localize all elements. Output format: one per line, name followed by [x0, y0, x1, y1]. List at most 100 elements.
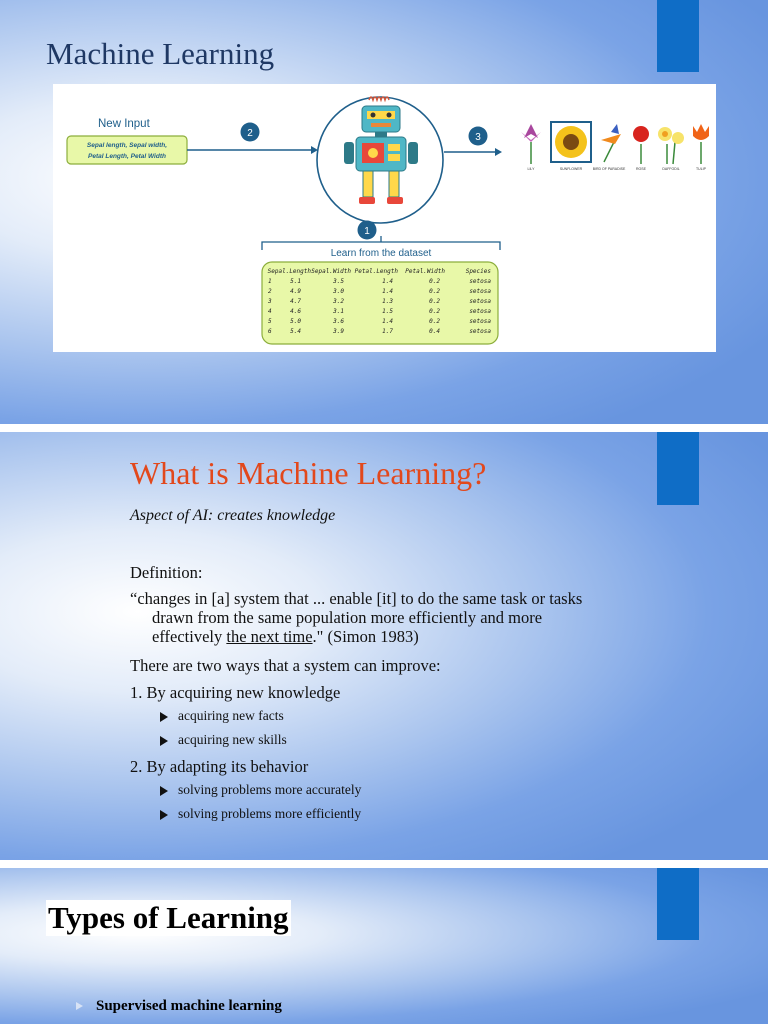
- table-cell: setosa: [469, 308, 491, 315]
- step-number: 1: [364, 226, 370, 237]
- flower-sunflower-icon: [555, 126, 587, 158]
- quote-line: effectively the next time." (Simon 1983): [130, 627, 650, 646]
- quote-text: ." (Simon 1983): [312, 627, 419, 646]
- point-heading: 2. By adapting its behavior: [130, 757, 309, 776]
- table-cell: 3.2: [332, 298, 344, 305]
- bullet-text: acquiring new skills: [178, 732, 287, 747]
- new-input-label: New Input: [98, 118, 151, 130]
- table-cell: 0.2: [429, 318, 440, 325]
- table-cell: 3.0: [332, 288, 344, 295]
- flower-label: TULIP: [696, 167, 707, 171]
- decorative-bar: [657, 868, 699, 940]
- input-box-line: Sepal length, Sepal width,: [87, 142, 167, 149]
- table-cell: setosa: [469, 298, 491, 305]
- table-cell: 3.5: [332, 278, 344, 285]
- step-badge: [357, 220, 377, 240]
- table-cell: 1.4: [382, 288, 393, 295]
- table-cell: 5.4: [290, 328, 301, 335]
- point-heading: 1. By acquiring new knowledge: [130, 683, 341, 702]
- step-number: 3: [475, 132, 481, 143]
- bullet-item: Supervised machine learning: [76, 998, 282, 1015]
- table-cell: 0.2: [429, 288, 440, 295]
- quote-underlined: the next time: [226, 627, 313, 646]
- table-cell: 1.7: [382, 328, 393, 335]
- table-cell: setosa: [469, 288, 491, 295]
- table-header: Sepal.Length: [268, 268, 312, 275]
- table-row-index: 5: [268, 318, 272, 325]
- input-box-line: Petal Length, Petal Width: [88, 153, 166, 160]
- bullet-text: solving problems more accurately: [178, 782, 362, 797]
- table-cell: 5.0: [290, 318, 301, 325]
- table-header: Petal.Width: [405, 268, 445, 275]
- table-cell: 1.5: [382, 308, 393, 315]
- table-row-index: 4: [268, 308, 272, 315]
- table-cell: 3.1: [332, 308, 344, 315]
- quote-line: “changes in [a] system that ... enable […: [130, 589, 583, 608]
- table-row-index: 2: [268, 288, 272, 295]
- bullet-text: Supervised machine learning: [96, 998, 282, 1014]
- slide-title: What is Machine Learning?: [130, 455, 487, 491]
- bullet-triangle-icon: [160, 711, 168, 722]
- table-cell: 1.4: [382, 318, 393, 325]
- table-cell: 1.4: [382, 278, 393, 285]
- table-cell: 0.4: [429, 328, 440, 335]
- bullet-triangle-icon: [160, 785, 168, 796]
- ml-diagram-svg: New Input Sepal length, Sepal width, Pet…: [66, 96, 709, 345]
- definition-quote: “changes in [a] system that ... enable […: [130, 589, 650, 646]
- step-badge: [240, 122, 260, 142]
- step-badge: [468, 126, 488, 146]
- slide-title: Types of Learning: [46, 900, 291, 936]
- flower-label: ROSE: [636, 167, 647, 171]
- table-row-index: 6: [268, 328, 272, 335]
- bullet-item: solving problems more accurately: [160, 782, 361, 798]
- flower-lily-icon: [521, 124, 541, 164]
- flower-label: DAFFODIL: [662, 167, 679, 171]
- definition-label: Definition:: [130, 563, 203, 582]
- table-cell: 3.6: [332, 318, 344, 325]
- slide-types-of-learning: [0, 868, 768, 1024]
- bullet-text: solving problems more efficiently: [178, 806, 362, 821]
- table-cell: 0.2: [429, 308, 440, 315]
- bullet-text: acquiring new facts: [178, 708, 284, 723]
- arrowhead: [495, 148, 502, 156]
- flower-label: SUNFLOWER: [560, 167, 583, 171]
- bullet-triangle-icon: [76, 1002, 83, 1010]
- table-cell: 5.1: [290, 278, 301, 285]
- table-cell: 4.7: [290, 298, 301, 305]
- quote-text: effectively: [152, 627, 227, 646]
- slide-what-is-ml: [0, 432, 768, 860]
- slide-subtitle: Aspect of AI: creates knowledge: [130, 507, 336, 524]
- learn-label: Learn from the dataset: [331, 248, 432, 259]
- table-cell: 0.2: [429, 278, 440, 285]
- robot-icon: [344, 96, 418, 204]
- bullet-triangle-icon: [160, 735, 168, 746]
- slide-title: Machine Learning: [46, 36, 275, 71]
- bullet-item: acquiring new facts: [160, 708, 284, 724]
- table-cell: setosa: [469, 278, 491, 285]
- intro-text: There are two ways that a system can imp…: [130, 656, 441, 675]
- flower-rose-icon: [633, 126, 649, 164]
- table-cell: 1.3: [382, 298, 393, 305]
- table-cell: setosa: [469, 318, 491, 325]
- flower-label: LILY: [528, 167, 536, 171]
- decorative-bar: [657, 0, 699, 72]
- bullet-item: solving problems more efficiently: [160, 806, 361, 822]
- table-header: Petal.Length: [355, 268, 399, 275]
- table-row-index: 1: [268, 278, 272, 285]
- step-number: 2: [247, 128, 253, 139]
- slide-machine-learning: Machine Learning New Input Sepal length,…: [0, 0, 768, 424]
- arrowhead: [311, 146, 318, 154]
- table-header: Species: [466, 268, 492, 275]
- ml-diagram: New Input Sepal length, Sepal width, Pet…: [53, 84, 716, 352]
- table-cell: setosa: [469, 328, 491, 335]
- table-row-index: 3: [267, 298, 272, 305]
- table-cell: 0.2: [429, 298, 440, 305]
- table-cell: 4.6: [290, 308, 301, 315]
- table-cell: 4.9: [290, 288, 301, 295]
- bullet-item: acquiring new skills: [160, 732, 287, 748]
- quote-line: drawn from the same population more effi…: [152, 608, 543, 627]
- flower-daffodil-icon: [658, 127, 684, 165]
- table-header: Sepal.Width: [311, 268, 351, 275]
- table-cell: 3.9: [332, 328, 344, 335]
